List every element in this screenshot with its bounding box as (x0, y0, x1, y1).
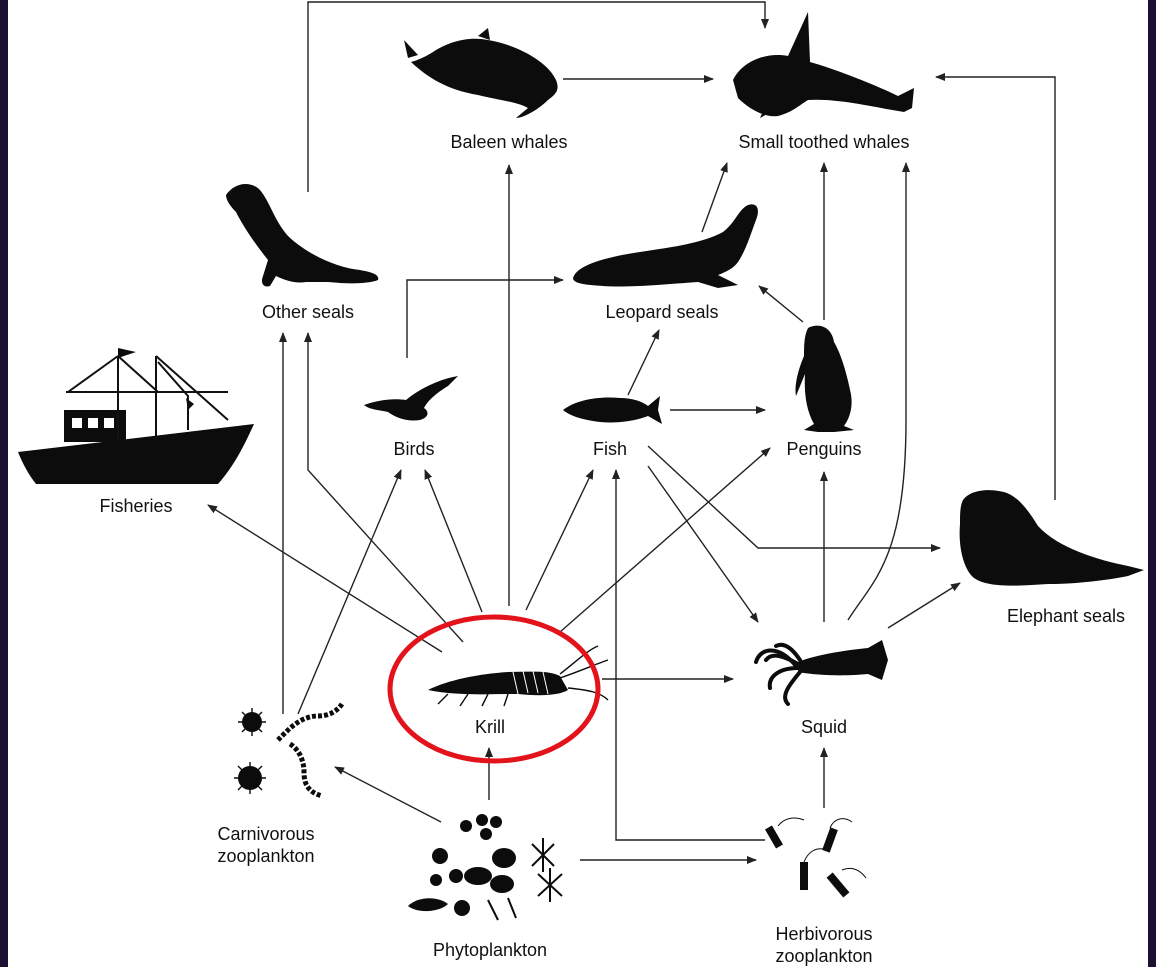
elephant-seal-icon (960, 490, 1144, 586)
carnivorous-zooplankton-icon (234, 704, 342, 796)
arrow-squid-to-toothed (848, 163, 906, 620)
arrow-fish-to-elephant-seals (648, 446, 940, 548)
penguin-icon (795, 326, 854, 432)
baleen-whale-icon (404, 28, 558, 118)
label-penguins: Penguins (786, 439, 861, 459)
arrow-krill-to-other-seals (308, 333, 463, 642)
label-phytoplankton: Phytoplankton (433, 940, 547, 960)
phytoplankton-icon (408, 814, 562, 920)
other-seal-icon (226, 184, 378, 287)
arrow-elephant-seals-to-toothed (936, 77, 1055, 500)
leopard-seal-icon (573, 204, 758, 288)
bird-icon (364, 376, 458, 421)
label-birds: Birds (393, 439, 434, 459)
squid-icon (756, 640, 888, 704)
label-carnivorous-zooplankton-2: zooplankton (217, 846, 314, 866)
fishing-boat-icon (18, 348, 254, 484)
label-krill: Krill (475, 717, 505, 737)
label-baleen-whales: Baleen whales (450, 132, 567, 152)
label-squid: Squid (801, 717, 847, 737)
label-elephant-seals: Elephant seals (1007, 606, 1125, 626)
label-herbivorous-zooplankton-2: zooplankton (775, 946, 872, 966)
food-web-arrows (208, 2, 1055, 860)
label-fisheries: Fisheries (99, 496, 172, 516)
label-herbivorous-zooplankton-1: Herbivorous (775, 924, 872, 944)
food-web-diagram: Baleen whales Small toothed whales Other… (8, 0, 1148, 967)
diagram-panel: Baleen whales Small toothed whales Other… (8, 0, 1148, 967)
arrow-fish-to-squid (648, 466, 758, 622)
arrow-krill-to-fish (526, 470, 593, 610)
label-other-seals: Other seals (262, 302, 354, 322)
label-small-toothed-whales: Small toothed whales (738, 132, 909, 152)
arrow-leopard-to-toothed (702, 163, 727, 232)
arrow-carnivorous-to-birds (298, 470, 401, 714)
arrow-penguins-to-leopard (759, 286, 803, 322)
arrow-birds-to-leopard (407, 280, 563, 358)
arrow-krill-to-penguins (560, 448, 770, 632)
orca-icon (733, 12, 914, 118)
arrow-phyto-to-carnivorous (335, 767, 441, 822)
arrow-krill-to-birds (425, 470, 482, 612)
krill-icon (428, 646, 608, 706)
label-fish: Fish (593, 439, 627, 459)
herbivorous-zooplankton-icon (765, 818, 866, 898)
arrow-squid-to-elephant-seals (888, 583, 960, 628)
label-leopard-seals: Leopard seals (605, 302, 718, 322)
arrow-krill-to-fisheries (208, 505, 442, 652)
fish-icon (563, 396, 662, 424)
label-carnivorous-zooplankton-1: Carnivorous (217, 824, 314, 844)
arrow-fish-to-leopard (628, 330, 659, 395)
